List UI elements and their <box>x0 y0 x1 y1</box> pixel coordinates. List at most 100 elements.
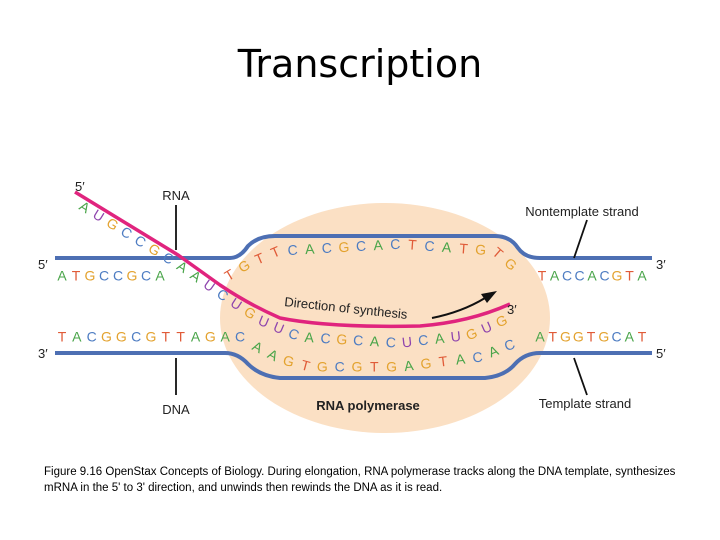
nucleotide-C: C <box>131 329 141 345</box>
nucleotide-A: A <box>305 241 316 258</box>
template-strand-label: Template strand <box>539 396 632 411</box>
nucleotide-C: C <box>287 242 298 259</box>
nucleotide-C: C <box>611 329 621 345</box>
nucleotide-T: T <box>538 268 547 284</box>
nucleotide-A: A <box>535 329 545 345</box>
nucleotide-T: T <box>408 236 418 253</box>
nucleotide-C: C <box>99 268 109 284</box>
nucleotide-C: C <box>321 240 332 257</box>
nucleotide-A: A <box>403 357 415 374</box>
slide-title: Transcription <box>237 42 483 86</box>
template-pointer-line <box>573 357 588 396</box>
nucleotide-C: C <box>113 268 123 284</box>
nucleotide-G: G <box>116 329 127 345</box>
nucleotide-T: T <box>438 353 449 370</box>
nucleotide-A: A <box>373 237 384 254</box>
nucleotide-C: C <box>356 238 367 255</box>
nucleotide-C: C <box>320 330 331 347</box>
nucleotide-A: A <box>369 333 380 350</box>
nucleotide-G: G <box>420 355 433 372</box>
nucleotide-A: A <box>221 329 231 345</box>
nucleotide-G: G <box>598 329 609 345</box>
nucleotide-C: C <box>472 348 484 365</box>
nucleotide-A: A <box>434 330 446 347</box>
figure-caption: Figure 9.16 OpenStax Concepts of Biology… <box>44 466 676 494</box>
nucleotide-T: T <box>459 240 469 257</box>
nucleotide-C: C <box>385 334 396 351</box>
nucleotide-C: C <box>335 359 345 375</box>
nucleotide-G: G <box>352 359 363 375</box>
nucleotide-T: T <box>638 329 647 345</box>
nucleotide-T: T <box>370 359 379 375</box>
nucleotide-T: T <box>58 329 67 345</box>
nucleotide-T: T <box>549 329 558 345</box>
nucleotide-C: C <box>417 331 429 348</box>
nucleotide-A: A <box>637 268 647 284</box>
nucleotide-C: C <box>87 329 97 345</box>
nucleotide-U: U <box>401 333 413 350</box>
nucleotide-C: C <box>353 332 364 349</box>
top-three-prime-label: 3′ <box>656 257 666 272</box>
nucleotide-G: G <box>205 329 216 345</box>
nucleotide-T: T <box>162 329 171 345</box>
rna-backbone <box>74 190 511 329</box>
nontemplate-strand-label: Nontemplate strand <box>525 204 638 219</box>
bottom-five-prime-label: 5′ <box>656 346 666 361</box>
nucleotide-C: C <box>599 268 609 284</box>
dna-top-backbone <box>55 234 652 260</box>
nucleotide-G: G <box>612 268 623 284</box>
nucleotide-A: A <box>441 239 452 256</box>
dna-bottom-backbone <box>55 351 652 380</box>
nucleotide-G: G <box>336 331 348 348</box>
direction-arrowhead <box>481 291 497 303</box>
rna-five-prime-label: 5′ <box>75 179 85 194</box>
nucleotide-T: T <box>587 329 596 345</box>
nucleotide-C: C <box>574 268 584 284</box>
nucleotide-C: C <box>390 236 401 253</box>
nucleotide-A: A <box>72 329 82 345</box>
nucleotide-G: G <box>475 241 487 258</box>
nucleotide-C: C <box>424 238 435 255</box>
nucleotide-A: A <box>625 329 635 345</box>
nontemplate-pointer-line <box>573 219 588 259</box>
nucleotide-A: A <box>155 268 165 284</box>
nucleotide-G: G <box>573 329 584 345</box>
top-five-prime-label: 5′ <box>38 257 48 272</box>
nucleotide-G: G <box>317 359 328 375</box>
nucleotide-T: T <box>625 268 634 284</box>
nucleotide-A: A <box>550 268 560 284</box>
nucleotide-G: G <box>338 239 350 256</box>
rna-three-prime-label: 3′ <box>507 302 517 317</box>
rna-label: RNA <box>162 188 190 203</box>
nucleotide-A: A <box>191 329 201 345</box>
nucleotide-G: G <box>386 359 397 375</box>
direction-arrow <box>431 297 486 319</box>
nucleotide-C: C <box>141 268 151 284</box>
nucleotide-A: A <box>57 268 67 284</box>
nucleotide-G: G <box>127 268 138 284</box>
nucleotide-G: G <box>146 329 157 345</box>
nucleotide-A: A <box>587 268 597 284</box>
nucleotide-C: C <box>235 329 245 345</box>
nucleotide-T: T <box>176 329 185 345</box>
nucleotide-G: G <box>85 268 96 284</box>
dna-backbones <box>55 234 652 380</box>
nucleotide-C: C <box>562 268 572 284</box>
rna-polymerase-label: RNA polymerase <box>316 398 420 413</box>
nucleotide-G: G <box>560 329 571 345</box>
nucleotide-G: G <box>281 352 296 370</box>
nucleotide-G: G <box>101 329 112 345</box>
nucleotide-U: U <box>450 328 462 345</box>
dna-label: DNA <box>162 402 190 417</box>
nucleotide-A: A <box>304 329 315 346</box>
bottom-three-prime-label: 3′ <box>38 346 48 361</box>
nucleotide-A: A <box>455 351 467 368</box>
rna-polymerase <box>220 203 550 433</box>
nucleotide-T: T <box>72 268 81 284</box>
